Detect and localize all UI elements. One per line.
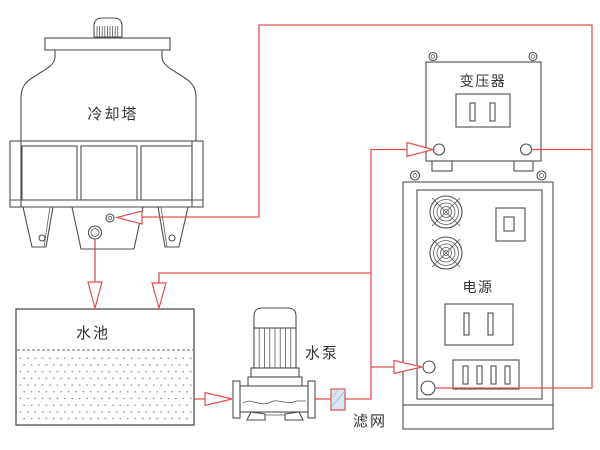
tower-motor-icon [93, 17, 123, 38]
bolt-hole-icon [168, 234, 176, 242]
tower-base [22, 206, 189, 250]
cooling-tower-label: 冷却塔 [87, 105, 138, 123]
fan-icon [429, 236, 463, 270]
filter: 滤网 [330, 388, 387, 430]
terminal-strip-icon [452, 359, 520, 390]
transformer-terminal-right [519, 143, 533, 156]
tower-body [20, 49, 197, 142]
screw-icon [528, 51, 538, 62]
fan-icon [429, 195, 463, 229]
screw-icon [409, 170, 421, 181]
water-pool: 水池 [15, 308, 195, 426]
arrow-right-icon [406, 141, 436, 158]
arrow-down-icon [151, 282, 167, 311]
tower-mesh-band [9, 140, 204, 208]
pump-outlet-flange [307, 380, 316, 419]
arrow-right-icon [204, 391, 233, 407]
cabinet-panel [416, 189, 543, 400]
power-supply-label: 电源 [463, 280, 494, 296]
tower-top-cap [44, 37, 171, 51]
pipe-tower-to-power [142, 24, 593, 389]
filter-label: 滤网 [353, 412, 387, 430]
transformer: 变压器 [425, 51, 542, 172]
arrow-right-icon [393, 359, 423, 375]
cooling-tower: 冷却塔 [9, 17, 204, 250]
power-supply: 电源 [402, 170, 554, 430]
pump-motor-cap [253, 307, 297, 329]
screw-icon [536, 170, 547, 181]
transformer-label: 变压器 [460, 74, 507, 90]
connection-lines [87, 24, 593, 407]
pipe-bus-to-pool [158, 272, 371, 283]
outlet-icon [444, 303, 514, 346]
arrow-down-icon [87, 281, 103, 311]
transformer-foot [513, 160, 534, 172]
pipe-main-bus [345, 148, 407, 400]
bolt-hole-icon [38, 234, 46, 242]
arrow-left-icon [114, 210, 143, 225]
cabinet-base [402, 404, 554, 430]
power-terminal-upper [422, 360, 436, 374]
pump-casing [239, 385, 309, 413]
power-terminal-lower [420, 380, 436, 396]
water-pump: 水泵 [232, 307, 339, 421]
tower-inlet-port-icon [105, 213, 115, 223]
tower-drain-port-icon [87, 225, 103, 240]
transformer-vent [455, 93, 511, 128]
transformer-foot [431, 160, 453, 172]
pump-inlet-flange [232, 380, 241, 419]
switch-icon [495, 207, 526, 242]
transformer-box [425, 61, 542, 162]
water-pool-label: 水池 [76, 324, 110, 342]
water-fill [18, 354, 193, 423]
screw-icon [428, 51, 438, 62]
water-pump-label: 水泵 [305, 344, 339, 362]
